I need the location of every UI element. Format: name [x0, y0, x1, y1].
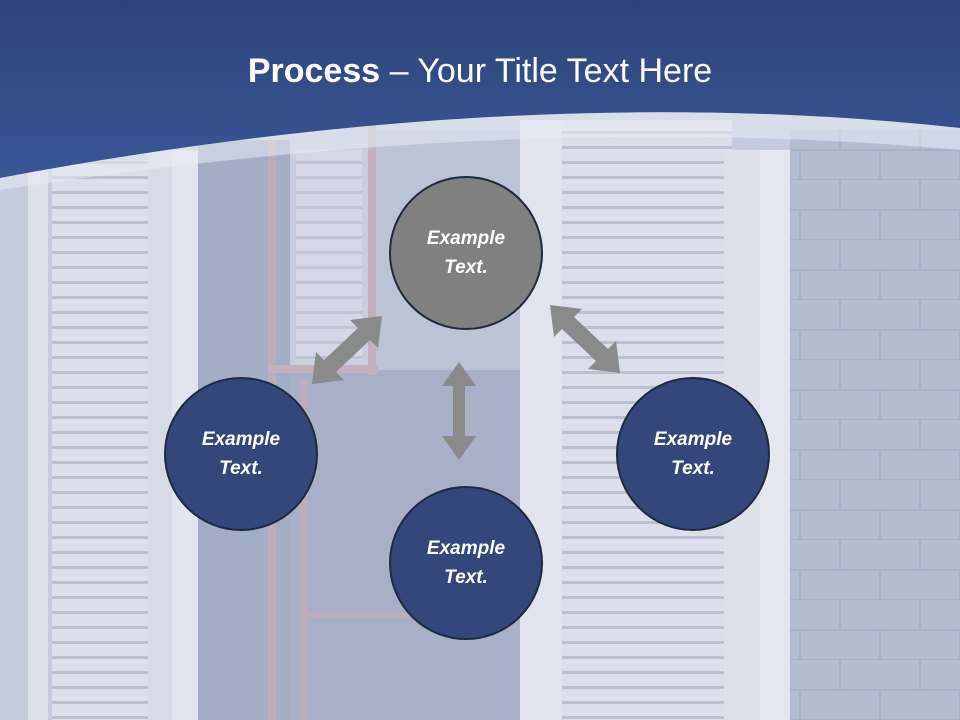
title-bold: Process — [247, 52, 381, 90]
title-rest: – Your Title Text Here — [380, 52, 713, 90]
node-right-text: Example Text. — [653, 429, 733, 479]
node-right: Example Text. — [616, 377, 770, 531]
node-top-text: Example Text. — [426, 228, 506, 278]
node-bottom: Example Text. — [389, 486, 543, 640]
node-left: Example Text. — [164, 377, 318, 531]
node-left-text: Example Text. — [201, 429, 281, 479]
node-bottom-text: Example Text. — [426, 538, 506, 588]
page-title: Process – Your Title Text Here — [0, 52, 960, 91]
node-top: Example Text. — [389, 176, 543, 330]
